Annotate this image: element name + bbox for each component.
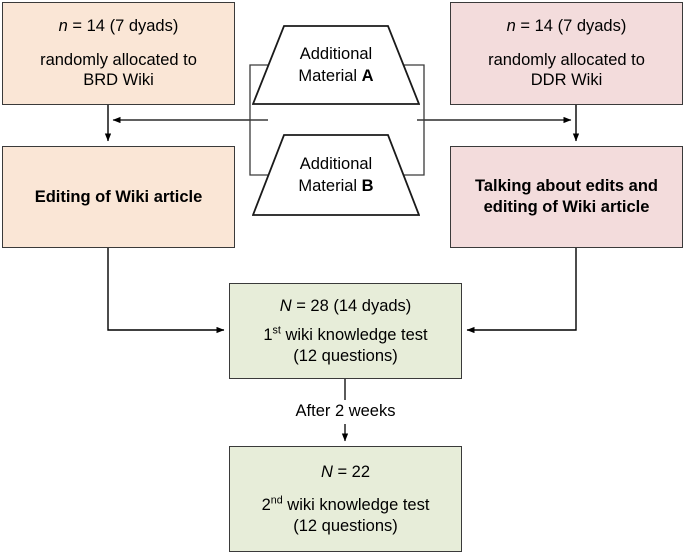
edge-label-after-two-weeks: After 2 weeks [229,402,462,421]
node-additional-material-b: Additional Material B [252,134,420,216]
ddr-alloc-line: randomly allocated to [488,50,645,69]
ddr-wiki-line: DDR Wiki [530,71,603,90]
edge-editing-to-test1 [107,248,225,334]
node-second-knowledge-test: N = 22 2nd wiki knowledge test (12 quest… [229,446,462,552]
test2-n-value: = 22 [332,462,371,481]
test2-title-line: 2nd wiki knowledge test [262,495,430,516]
material-a-line1: Additional [299,44,373,63]
node-ddr-group: n = 14 (7 dyads) randomly allocated to D… [450,2,683,105]
ddr-n-line: n = 14 (7 dyads) [507,16,627,37]
test1-questions-line: (12 questions) [293,346,398,365]
node-first-knowledge-test: N = 28 (14 dyads) 1st wiki knowledge tes… [229,283,462,379]
brd-n-line: n = 14 (7 dyads) [59,16,179,37]
brd-wiki-line: BRD Wiki [83,71,154,90]
test2-ordinal-suffix: nd [270,494,283,507]
ddr-n-value: = 14 (7 dyads) [515,17,627,36]
node-editing-condition: Editing of Wiki article [2,146,235,248]
editing-label: Editing of Wiki article [34,187,203,206]
test2-title-rest: wiki knowledge test [282,496,430,515]
test2-ordinal-number: 2 [261,496,271,515]
edge-talking-to-test1 [466,248,577,334]
brd-n-symbol: n [58,17,68,36]
material-a-word: Material [298,67,362,85]
material-b-word: Material [298,177,362,195]
test2-n-symbol: N [320,462,333,481]
brd-alloc-line: randomly allocated to [40,50,197,69]
material-b-line1: Additional [299,154,373,173]
material-b-line2: Material B [298,175,373,197]
ddr-n-symbol: n [506,17,516,36]
test1-n-symbol: N [279,296,292,315]
node-talking-condition: Talking about edits and editing of Wiki … [450,146,683,248]
node-additional-material-a: Additional Material A [252,25,420,105]
trapezoid-b-shape [252,134,420,216]
material-b-letter: B [361,177,374,195]
test1-title-rest: wiki knowledge test [280,326,428,345]
talking-label-line2: editing of Wiki article [483,198,650,216]
test1-title-line: 1st wiki knowledge test [263,325,427,346]
test2-n-line: N = 22 [321,462,370,483]
node-brd-group: n = 14 (7 dyads) randomly allocated to B… [2,2,235,105]
talking-label-line1: Talking about edits and [474,177,659,196]
material-a-line2: Material A [298,65,373,87]
material-a-letter: A [361,67,374,85]
brd-n-value: = 14 (7 dyads) [67,17,179,36]
test1-ordinal-number: 1 [263,326,273,345]
test1-n-line: N = 28 (14 dyads) [280,296,412,317]
test1-n-value: = 28 (14 dyads) [291,296,412,315]
test2-questions-line: (12 questions) [293,516,398,535]
test1-ordinal-suffix: st [272,324,281,337]
